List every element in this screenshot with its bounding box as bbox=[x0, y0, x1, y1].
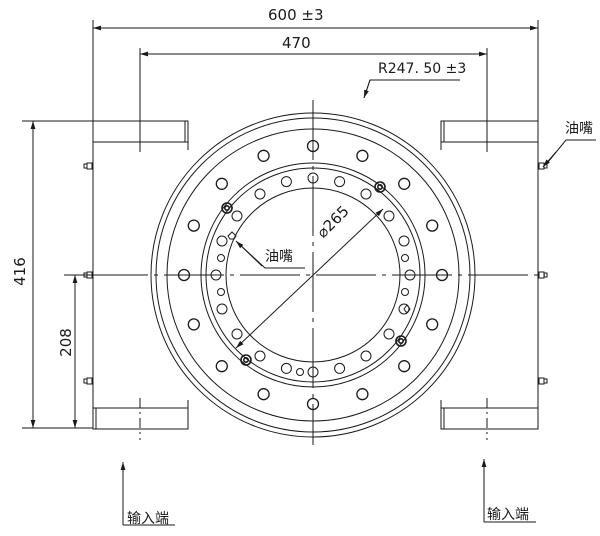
foot-top-right bbox=[440, 120, 539, 143]
outer-ring-1 bbox=[150, 112, 476, 438]
outer-ring-3 bbox=[166, 128, 460, 422]
foot-top-left bbox=[92, 120, 189, 143]
note-input-end-right: 输入端 bbox=[487, 507, 529, 523]
outer-ring-2 bbox=[155, 117, 471, 433]
inner-bolt-holes bbox=[210, 172, 416, 378]
dim-overall-height: 416 bbox=[10, 257, 29, 286]
note-grease-nipple-inner: 油嘴 bbox=[265, 249, 293, 265]
inner-ring-2 bbox=[205, 167, 421, 383]
outer-bolt-holes bbox=[177, 139, 449, 411]
leader-grease-right bbox=[547, 139, 596, 163]
lifting-points bbox=[221, 181, 407, 366]
dim-overall-width: 600 ±3 bbox=[268, 6, 324, 24]
inner-ring-1 bbox=[200, 162, 426, 388]
dim-mounting-span: 470 bbox=[282, 34, 311, 52]
leader-radius bbox=[363, 79, 460, 99]
note-grease-nipple-right: 油嘴 bbox=[565, 121, 593, 137]
bore bbox=[225, 187, 401, 363]
dim-half-height: 208 bbox=[56, 328, 75, 357]
side-nipples bbox=[83, 162, 548, 385]
foot-bottom-right bbox=[440, 407, 539, 430]
dim-outer-radius: R247. 50 ±3 bbox=[378, 61, 467, 77]
dim-line-dia-265 bbox=[235, 208, 384, 349]
note-input-end-left: 输入端 bbox=[127, 511, 169, 527]
